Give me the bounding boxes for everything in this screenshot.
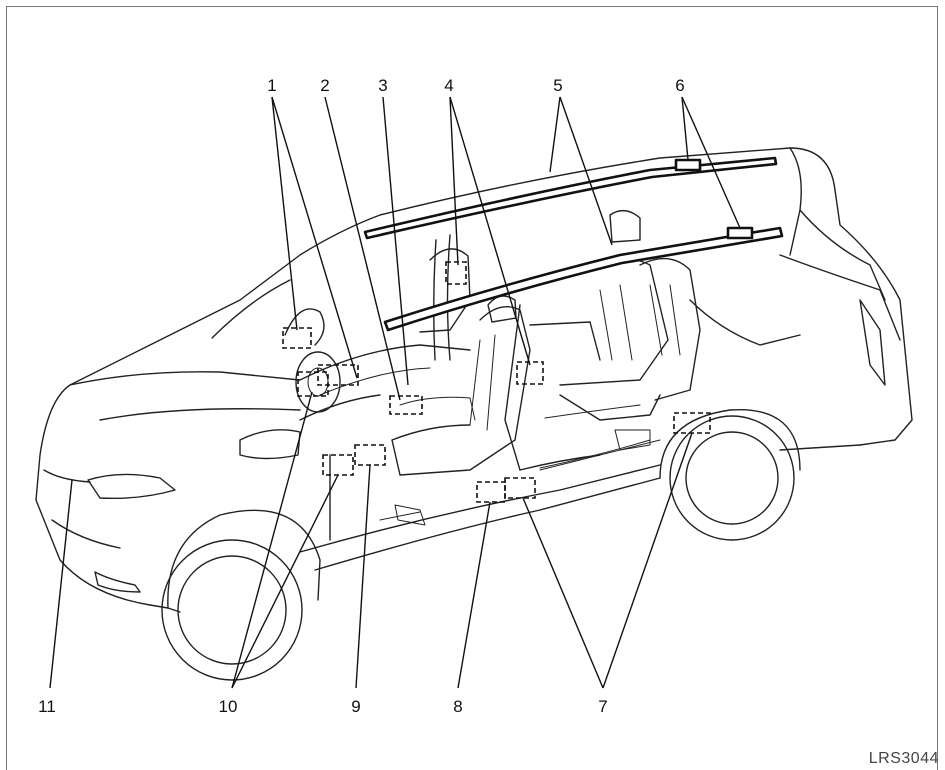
curtain-airbag-far xyxy=(363,156,778,240)
figure-code: LRS3044 xyxy=(868,750,939,767)
component-boxes xyxy=(282,261,711,503)
car-body xyxy=(35,147,913,613)
callout-labels: 1 2 3 4 5 6 7 8 9 10 11 xyxy=(38,76,685,716)
callout-6: 6 xyxy=(675,76,684,95)
callout-1: 1 xyxy=(267,76,276,95)
callout-7: 7 xyxy=(598,697,607,716)
figure-frame xyxy=(6,6,938,770)
front-wheel xyxy=(161,509,321,681)
callout-8: 8 xyxy=(453,697,462,716)
inflator-near xyxy=(726,226,754,240)
callout-5: 5 xyxy=(553,76,562,95)
callout-2: 2 xyxy=(320,76,329,95)
curtain-airbag-near xyxy=(383,226,784,332)
callout-10: 10 xyxy=(219,697,238,716)
leader-lines xyxy=(49,96,741,689)
rear-wheel xyxy=(659,408,801,541)
inflator-far xyxy=(674,158,702,172)
callout-4: 4 xyxy=(444,76,453,95)
interior xyxy=(284,210,701,526)
callout-11: 11 xyxy=(38,697,56,716)
callout-9: 9 xyxy=(351,697,360,716)
callout-3: 3 xyxy=(378,76,387,95)
